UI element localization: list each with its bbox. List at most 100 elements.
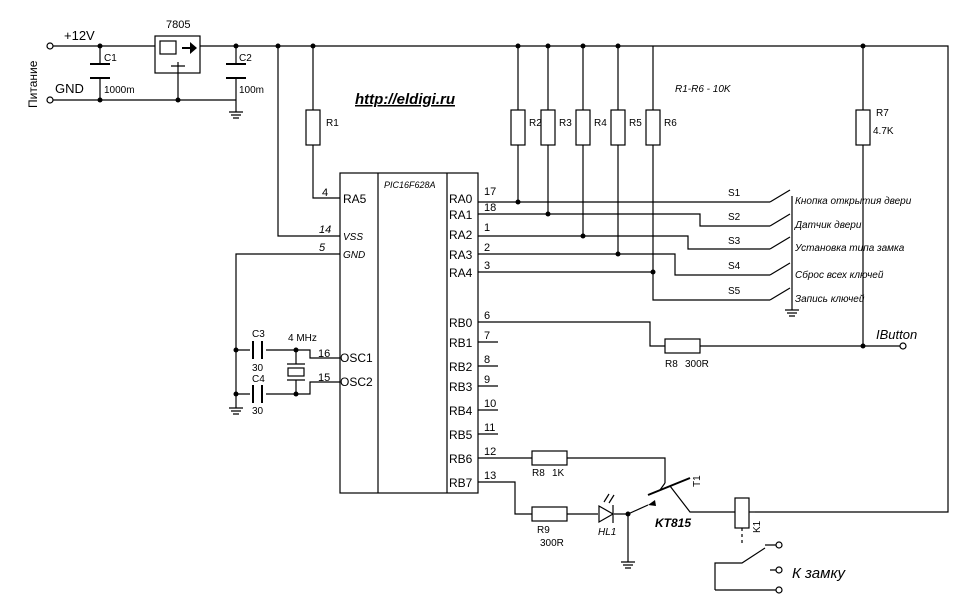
rb-stubs <box>478 341 498 435</box>
c1-value: 1000m <box>104 85 135 96</box>
r1-name: R1 <box>326 118 339 129</box>
s1-label: Кнопка открытия двери <box>795 196 912 207</box>
c3-c4-capacitors <box>252 341 263 403</box>
r7-name: R7 <box>876 108 889 119</box>
r2-resistor <box>510 109 526 146</box>
pin-label-ra5: RA5 <box>343 192 367 206</box>
pin-num-ra4: 3 <box>484 260 490 272</box>
r5-resistor <box>610 109 626 146</box>
r8b-resistor <box>531 450 568 466</box>
lock-terminal-2 <box>775 566 783 574</box>
lock-terminal-3 <box>775 586 783 594</box>
led-label: HL1 <box>598 527 616 538</box>
pin-label-ra3: RA3 <box>449 248 473 262</box>
c1-capacitor <box>90 63 110 79</box>
pin-label-rb3: RB3 <box>449 380 473 394</box>
pin-num-rb4: 10 <box>484 398 496 410</box>
c2-value: 100m <box>239 85 264 96</box>
pin-label-rb0: RB0 <box>449 316 473 330</box>
relay-coil <box>734 497 750 529</box>
led-cathode-and-rays <box>603 493 615 523</box>
c2-name: C2 <box>239 53 252 64</box>
rail-main <box>200 45 949 513</box>
pin-label-rb4: RB4 <box>449 404 473 418</box>
c1-name: C1 <box>104 53 117 64</box>
rb0-line <box>478 321 900 347</box>
pin-num-rb3: 9 <box>484 374 490 386</box>
pin-label-rb6: RB6 <box>449 452 473 466</box>
transistor-base-bar <box>647 477 691 496</box>
pic-name: PIC16F628A <box>384 180 436 190</box>
pin-num-ra2: 1 <box>484 222 490 234</box>
transistor-name: T1 <box>692 475 703 487</box>
pin-num-rb6: 12 <box>484 446 496 458</box>
pin-num-osc1: 16 <box>318 348 330 360</box>
pin-label-vss: VSS <box>343 232 363 243</box>
relay-name: K1 <box>752 520 763 533</box>
switch-s4 <box>769 262 791 276</box>
ground-icon <box>621 561 635 569</box>
transistor-arrow-icon <box>648 500 656 506</box>
switch-s5 <box>769 287 791 301</box>
pin-num-osc2: 15 <box>318 372 330 384</box>
gnd-pin-wire <box>235 253 340 408</box>
regulator-gnd-mark <box>171 62 185 73</box>
pin-num-ra5: 4 <box>322 187 328 199</box>
regulator-icon-box <box>159 40 177 55</box>
pin-num-ra1: 18 <box>484 202 496 214</box>
pin-num-gnd: 5 <box>319 242 326 254</box>
lock-terminal-1 <box>775 541 783 549</box>
transistor-collector <box>659 482 735 513</box>
r9-value: 300R <box>540 538 564 549</box>
pin-label-ra4: RA4 <box>449 266 473 280</box>
s5-label: Запись ключей <box>795 294 865 305</box>
vss-wire <box>277 46 340 237</box>
plus-label: +12V <box>64 28 95 43</box>
r6-wire <box>652 46 770 301</box>
pic-body <box>339 172 479 494</box>
ra2-line <box>478 235 770 250</box>
rb7-line <box>478 481 649 515</box>
r5-name: R5 <box>629 118 642 129</box>
r8-resistor <box>664 338 701 354</box>
regulator-name: 7805 <box>166 19 190 31</box>
ibutton-terminal <box>899 342 907 350</box>
r6-name: R6 <box>664 118 677 129</box>
r2-name: R2 <box>529 118 542 129</box>
s2-label: Датчик двери <box>794 220 862 231</box>
relay-contact-wires <box>715 544 776 591</box>
r8-value: 300R <box>685 359 709 370</box>
switch-s1 <box>769 189 791 203</box>
r3-resistor <box>540 109 556 146</box>
c4-name: C4 <box>252 374 265 385</box>
led-icon <box>598 504 615 524</box>
r8-name: R8 <box>665 359 678 370</box>
r6-resistor <box>645 109 661 146</box>
r3-name: R3 <box>559 118 572 129</box>
s4-label: Сброс всех ключей <box>795 269 884 281</box>
pin-num-ra0: 17 <box>484 186 496 198</box>
ra1-line <box>478 213 770 227</box>
gnd-terminal <box>46 96 54 104</box>
r4-resistor <box>575 109 591 146</box>
url-link[interactable]: http://eldigi.ru <box>355 91 455 108</box>
ibutton-label: IButton <box>876 327 917 342</box>
r4-name: R4 <box>594 118 607 129</box>
pin-num-rb7: 13 <box>484 470 496 482</box>
pic-inner-lines <box>377 173 448 493</box>
ground-icon <box>229 111 243 119</box>
regulator-arrow-icon <box>182 42 197 54</box>
r9-name: R9 <box>537 525 550 536</box>
pin-label-ra0: RA0 <box>449 192 473 206</box>
pin-num-rb0: 6 <box>484 310 490 322</box>
r8b-name: R8 <box>532 468 545 479</box>
resistor-note: R1-R6 - 10K <box>675 84 732 95</box>
crystal-freq: 4 MHz <box>288 333 317 344</box>
pin-label-gnd: GND <box>343 250 365 261</box>
pin-num-rb1: 7 <box>484 330 490 342</box>
rb6-line <box>478 457 666 483</box>
pin-label-rb5: RB5 <box>449 428 473 442</box>
c3-name: C3 <box>252 329 265 340</box>
